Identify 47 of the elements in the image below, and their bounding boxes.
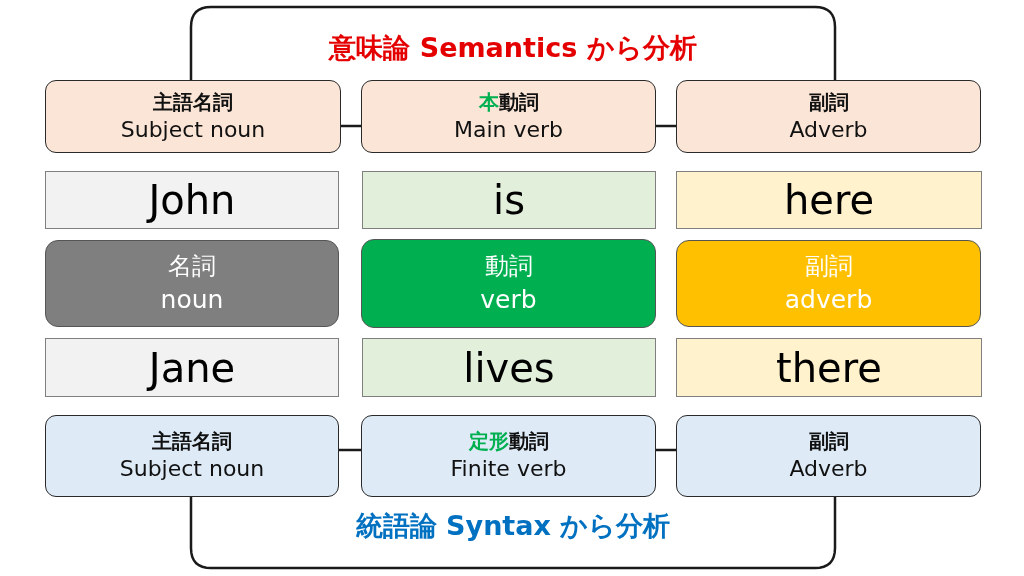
connector-line — [339, 448, 361, 452]
japanese-term: 主語名詞 — [153, 89, 233, 114]
connector-line — [341, 124, 361, 128]
semantic-role-card — [361, 80, 656, 153]
syntactic-role-card — [45, 415, 339, 497]
english-term: Finite verb — [450, 456, 567, 483]
english-term: Subject noun — [120, 116, 266, 144]
semantic-role-card — [676, 80, 981, 153]
word-card — [676, 171, 982, 229]
english-term: noun — [160, 285, 224, 316]
connector-line — [656, 124, 676, 128]
sentence-word: lives — [463, 343, 555, 392]
japanese-term: 本動詞 — [478, 89, 539, 114]
part-of-speech-card — [361, 239, 656, 328]
sentence-word: here — [783, 176, 875, 224]
english-term: Main verb — [453, 116, 564, 144]
section-heading: 統語論 Syntax から分析 — [355, 509, 671, 543]
sentence-word: is — [493, 176, 525, 224]
english-term: verb — [480, 285, 537, 316]
word-card — [362, 171, 656, 229]
japanese-term: 副詞 — [808, 89, 849, 114]
english-term: Adverb — [789, 116, 868, 144]
sentence-word: John — [148, 176, 236, 224]
japanese-term: 副詞 — [808, 429, 849, 454]
word-card — [676, 338, 982, 397]
word-card — [45, 171, 339, 229]
part-of-speech-card — [45, 240, 339, 327]
semantic-role-card — [45, 80, 341, 153]
syntactic-role-card — [361, 415, 656, 497]
japanese-term: 動詞 — [484, 251, 533, 281]
word-card — [362, 338, 656, 397]
word-card — [45, 338, 339, 397]
english-term: Adverb — [789, 456, 868, 483]
syntactic-role-card — [676, 415, 981, 497]
sentence-word: there — [776, 343, 882, 392]
english-term: Subject noun — [119, 456, 265, 483]
section-heading: 意味論 Semantics から分析 — [329, 31, 697, 65]
sentence-word: Jane — [148, 343, 236, 392]
connector-line — [656, 448, 676, 452]
japanese-term: 定形動詞 — [468, 429, 549, 454]
english-term: adverb — [784, 285, 873, 316]
japanese-term: 名詞 — [168, 251, 216, 281]
part-of-speech-card — [676, 240, 981, 327]
bracket-line — [189, 5, 837, 80]
bracket-line — [189, 497, 837, 570]
japanese-term: 副詞 — [804, 251, 853, 281]
japanese-term: 主語名詞 — [152, 429, 232, 454]
